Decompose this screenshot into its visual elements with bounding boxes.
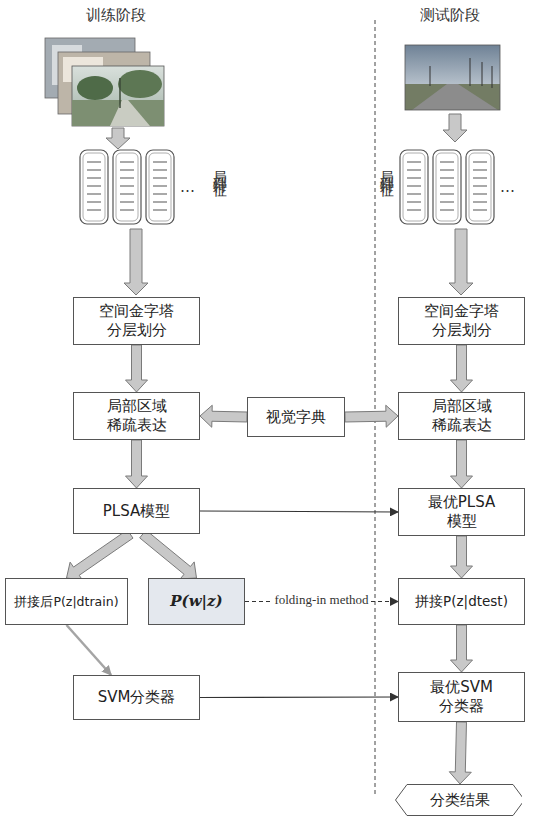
ellipsis-mark: … [500, 178, 515, 196]
ellipsis-mark: … [180, 178, 195, 196]
flow-arrow [200, 511, 398, 512]
block-arrow [451, 345, 473, 392]
edge-label: folding-in method [272, 592, 370, 608]
feature-vector-icon [433, 150, 461, 224]
feature-label: 局部特征 [211, 160, 229, 176]
block-arrow [200, 405, 247, 427]
photo-poles [430, 58, 492, 88]
model-box: PLSA模型 [73, 488, 200, 534]
flow-arrow [67, 625, 112, 675]
process-box: 局部区域稀疏表达 [73, 392, 200, 440]
block-arrow [451, 440, 473, 488]
block-arrow [67, 530, 133, 580]
phase-divider [375, 20, 376, 795]
model-box: 最优PLSA模型 [398, 488, 525, 536]
phase-title: 训练阶段 [86, 6, 146, 25]
feature-box: 拼接P(z|dtest) [398, 578, 525, 625]
block-arrow [126, 345, 148, 392]
node-text: 空间金字塔分层划分 [97, 302, 177, 340]
classifier-box: 最优SVM分类器 [398, 672, 525, 722]
photo-ground [405, 84, 500, 110]
flow-arrow [449, 229, 473, 295]
photo-road [412, 84, 498, 110]
block-arrow [451, 536, 473, 578]
classifier-box: SVM分类器 [73, 675, 200, 720]
node-text: 拼接P(z|dtest) [415, 593, 508, 610]
photo-trunk [119, 78, 121, 108]
process-box: 空间金字塔分层划分 [398, 297, 525, 345]
block-arrow [451, 625, 473, 672]
feature-box: 拼接后P(z|dtrain) [5, 578, 128, 625]
hexagon-shape [396, 785, 523, 816]
photo-path [110, 100, 150, 126]
process-box: 局部区域稀疏表达 [398, 392, 525, 440]
photo-tree [77, 76, 113, 100]
process-box: 空间金字塔分层划分 [73, 297, 200, 345]
result-hexagon: 分类结果 [395, 784, 525, 816]
node-text: 视觉字典 [266, 408, 326, 427]
dictionary-box: 视觉字典 [247, 397, 345, 437]
training-images [45, 38, 164, 126]
feature-vector-icon [113, 150, 141, 224]
photo-ground [72, 100, 164, 126]
node-text: 最优SVM分类器 [428, 678, 496, 716]
photo-tree [118, 70, 162, 98]
photo-front [72, 66, 164, 126]
feature-label: 局部特征 [378, 160, 396, 176]
node-text: PLSA模型 [103, 502, 170, 521]
test-image [405, 45, 500, 110]
photo-frame [405, 45, 500, 110]
flow-arrow [106, 128, 130, 149]
block-arrow [449, 722, 471, 784]
distribution-box: P(w|z) [148, 578, 245, 625]
photo-sky [405, 45, 500, 110]
node-text: SVM分类器 [98, 688, 176, 707]
block-arrow [345, 405, 398, 427]
flow-arrow [124, 229, 148, 295]
feature-vector-icon [80, 150, 108, 224]
feature-vector-icon [146, 150, 174, 224]
node-text: 分类结果 [430, 791, 490, 810]
block-arrow [126, 440, 148, 488]
block-arrow [140, 530, 197, 579]
flow-arrow [443, 114, 467, 142]
node-text: 最优PLSA模型 [426, 493, 498, 531]
phase-title: 测试阶段 [420, 6, 480, 25]
node-text: 拼接后P(z|dtrain) [14, 594, 118, 610]
node-text: 局部区域稀疏表达 [430, 397, 494, 435]
node-text: 局部区域稀疏表达 [105, 397, 169, 435]
flow-arrow [200, 696, 398, 698]
node-text: 空间金字塔分层划分 [422, 302, 502, 340]
feature-vector-icon [466, 150, 494, 224]
node-text: P(w|z) [170, 592, 222, 611]
feature-vector-icon [400, 150, 428, 224]
